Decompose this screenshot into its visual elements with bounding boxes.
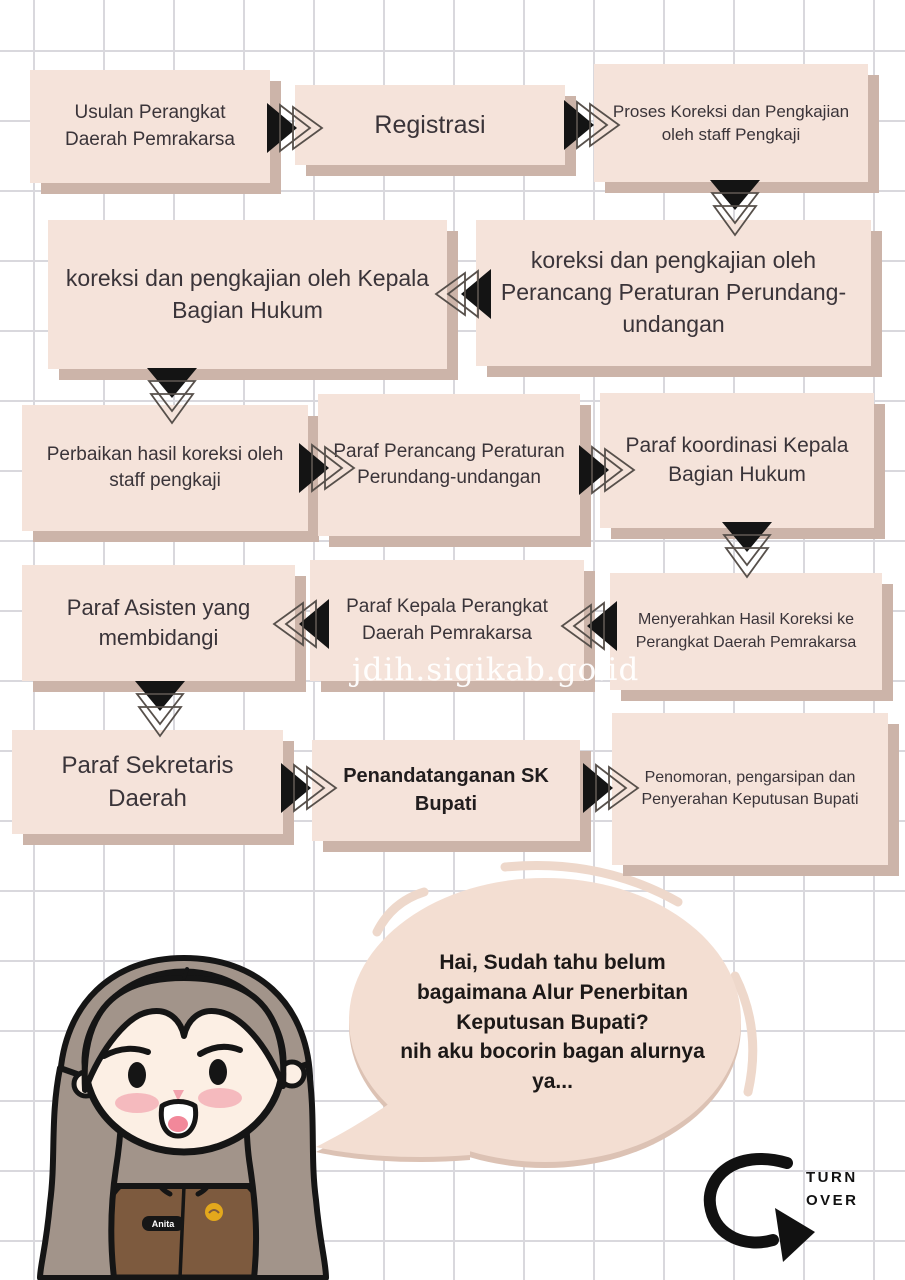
speech-bubble xyxy=(316,878,741,1168)
flow-step-label: Usulan Perangkat Daerah Pemrakarsa xyxy=(64,102,236,150)
flow-arrow-right-icon xyxy=(266,102,323,154)
speech-bubble-text: Hai, Sudah tahu belum bagaimana Alur Pen… xyxy=(400,951,705,1094)
flow-step-menyerahkan-hasil: Menyerahkan Hasil Koreksi ke Perangkat D… xyxy=(610,573,882,690)
flow-arrow-down-icon xyxy=(721,521,773,578)
flow-step-perbaikan-hasil: Perbaikan hasil koreksi oleh staff pengk… xyxy=(22,405,308,531)
flow-step-paraf-sekda: Paraf Sekretaris Daerah xyxy=(12,730,283,834)
flow-arrow-right-icon xyxy=(563,99,620,151)
eye-icon xyxy=(209,1059,227,1085)
flow-step-label: koreksi dan pengkajian oleh Kepala Bagia… xyxy=(65,264,430,323)
uniform-badge-icon xyxy=(205,1203,223,1221)
eye-icon xyxy=(128,1062,146,1088)
flow-step-koreksi-perancang: koreksi dan pengkajian oleh Perancang Pe… xyxy=(476,220,871,366)
flow-arrow-down-icon xyxy=(134,680,186,737)
watermark: jdih.sigikab.go.id xyxy=(352,652,640,688)
flow-step-label: koreksi dan pengkajian oleh Perancang Pe… xyxy=(500,247,847,337)
flow-step-proses-koreksi: Proses Koreksi dan Pengkajian oleh staff… xyxy=(594,64,868,182)
flow-arrow-right-icon xyxy=(578,444,635,496)
flow-step-label: Paraf Sekretaris Daerah xyxy=(61,751,234,812)
hair-bangs xyxy=(81,975,287,1093)
flow-step-label: Penandatanganan SK Bupati xyxy=(343,764,549,815)
flow-arrow-down-icon xyxy=(709,179,761,236)
flow-arrow-right-icon xyxy=(298,442,355,494)
flow-arrow-left-icon xyxy=(435,268,492,320)
flow-arrow-left-icon xyxy=(273,598,330,650)
name-tag xyxy=(142,1216,184,1231)
flow-arrow-down-icon xyxy=(146,367,198,424)
flow-step-registrasi: Registrasi xyxy=(295,85,565,165)
flow-arrow-right-icon xyxy=(280,762,337,814)
flow-arrow-left-icon xyxy=(561,600,618,652)
flow-step-label: Paraf koordinasi Kepala Bagian Hukum xyxy=(625,433,849,486)
bubble-accent-arcs-icon xyxy=(372,861,758,1097)
flow-step-label: Menyerahkan Hasil Koreksi ke Perangkat D… xyxy=(635,611,857,651)
turn-over-arrow-icon xyxy=(703,1153,815,1262)
flow-step-koreksi-kabag-hukum: koreksi dan pengkajian oleh Kepala Bagia… xyxy=(48,220,447,369)
flow-step-label: Paraf Perancang Peraturan Perundang-unda… xyxy=(333,440,565,488)
flow-step-usulan: Usulan Perangkat Daerah Pemrakarsa xyxy=(30,70,270,183)
flow-step-paraf-perancang: Paraf Perancang Peraturan Perundang-unda… xyxy=(318,394,580,536)
flow-step-paraf-asisten: Paraf Asisten yang membidangi xyxy=(22,565,295,681)
flow-step-label: Paraf Asisten yang membidangi xyxy=(66,594,251,650)
turn-over-label: TURN OVER xyxy=(806,1169,859,1210)
flow-step-label: Penomoran, pengarsipan dan Penyerahan Ke… xyxy=(641,768,859,808)
flow-step-paraf-koordinasi: Paraf koordinasi Kepala Bagian Hukum xyxy=(600,393,874,528)
flow-step-label: Perbaikan hasil koreksi oleh staff pengk… xyxy=(46,443,284,491)
mascot-character: Anita xyxy=(37,955,329,1280)
name-tag-text: Anita xyxy=(152,1219,175,1229)
flow-step-label: Registrasi xyxy=(374,110,486,139)
flow-step-label: Paraf Kepala Perangkat Daerah Pemrakarsa xyxy=(346,596,548,644)
flow-step-label: Proses Koreksi dan Pengkajian oleh staff… xyxy=(612,101,850,144)
flow-step-penandatanganan: Penandatanganan SK Bupati xyxy=(312,740,580,841)
flow-step-penomoran: Penomoran, pengarsipan dan Penyerahan Ke… xyxy=(612,713,888,865)
flow-arrow-right-icon xyxy=(582,762,639,814)
flow-step-paraf-kepala-pd: Paraf Kepala Perangkat Daerah Pemrakarsa xyxy=(310,560,584,681)
